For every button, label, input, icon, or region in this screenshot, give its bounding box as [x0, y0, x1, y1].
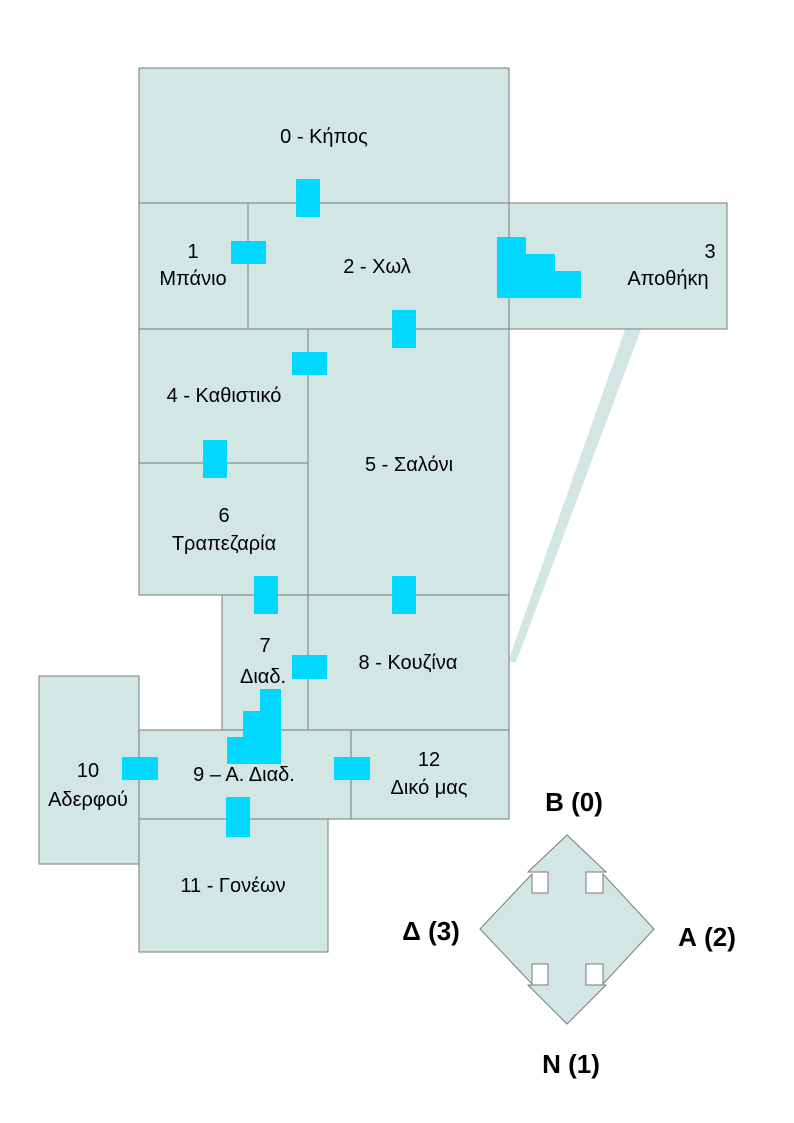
label-room-1-number: 1 — [187, 241, 198, 263]
label-room-6-number: 6 — [218, 505, 229, 527]
room-garden — [138, 67, 510, 204]
door-dining-corridor — [254, 576, 278, 614]
label-room-8: 8 - Κουζίνα — [359, 652, 458, 674]
compass-north-label: Β (0) — [545, 787, 603, 817]
label-room-7-number: 7 — [259, 635, 270, 657]
label-room-12-name: Δικό μας — [391, 777, 468, 799]
stairs-corridor-step-3 — [227, 737, 281, 764]
stairs-storage-step-3 — [555, 271, 581, 298]
door-bathroom-hall — [231, 241, 266, 264]
room-parents — [138, 818, 329, 953]
compass-arrows-icon — [479, 834, 655, 1025]
room-bathroom — [138, 202, 249, 330]
storage-kitchen-connector — [508, 327, 642, 662]
stairs-storage-step-2 — [526, 254, 555, 298]
label-room-5: 5 - Σαλόνι — [365, 454, 453, 476]
compass-east-label: Α (2) — [678, 922, 736, 952]
door-living-salon — [292, 352, 327, 375]
room-hall — [247, 202, 510, 330]
compass-west-label: Δ (3) — [402, 916, 460, 946]
door-salon-kitchen — [392, 576, 416, 614]
label-room-11: 11 - Γονέων — [180, 875, 285, 897]
door-corridor-ours — [334, 757, 370, 780]
room-salon — [307, 328, 510, 596]
label-room-7-name: Διαδ. — [240, 666, 286, 688]
door-corridor-kitchen — [292, 655, 327, 679]
room-ours — [350, 729, 510, 820]
label-room-3-name: Αποθήκη — [627, 268, 708, 290]
door-brother-corridor — [122, 757, 158, 780]
label-room-1-name: Μπάνιο — [159, 268, 226, 290]
label-room-0: 0 - Κήπος — [280, 126, 368, 148]
door-garden-hall — [296, 179, 320, 217]
label-room-10-name: Αδερφού — [48, 789, 128, 811]
label-room-2: 2 - Χωλ — [343, 256, 410, 278]
label-room-4: 4 - Καθιστικό — [167, 385, 282, 407]
room-kitchen — [307, 594, 510, 731]
room-dining — [138, 462, 309, 596]
compass-south-label: Ν (1) — [542, 1049, 600, 1079]
door-living-dining — [203, 440, 227, 478]
label-room-6-name: Τραπεζαρία — [172, 533, 276, 555]
label-room-3-number: 3 — [704, 241, 715, 263]
door-corridor-parents — [226, 797, 250, 837]
label-room-9: 9 – Α. Διαδ. — [193, 764, 295, 786]
door-hall-salon — [392, 310, 416, 348]
label-room-12-number: 12 — [418, 749, 440, 771]
stairs-storage-step-1 — [497, 237, 526, 298]
label-room-10-number: 10 — [77, 760, 99, 782]
